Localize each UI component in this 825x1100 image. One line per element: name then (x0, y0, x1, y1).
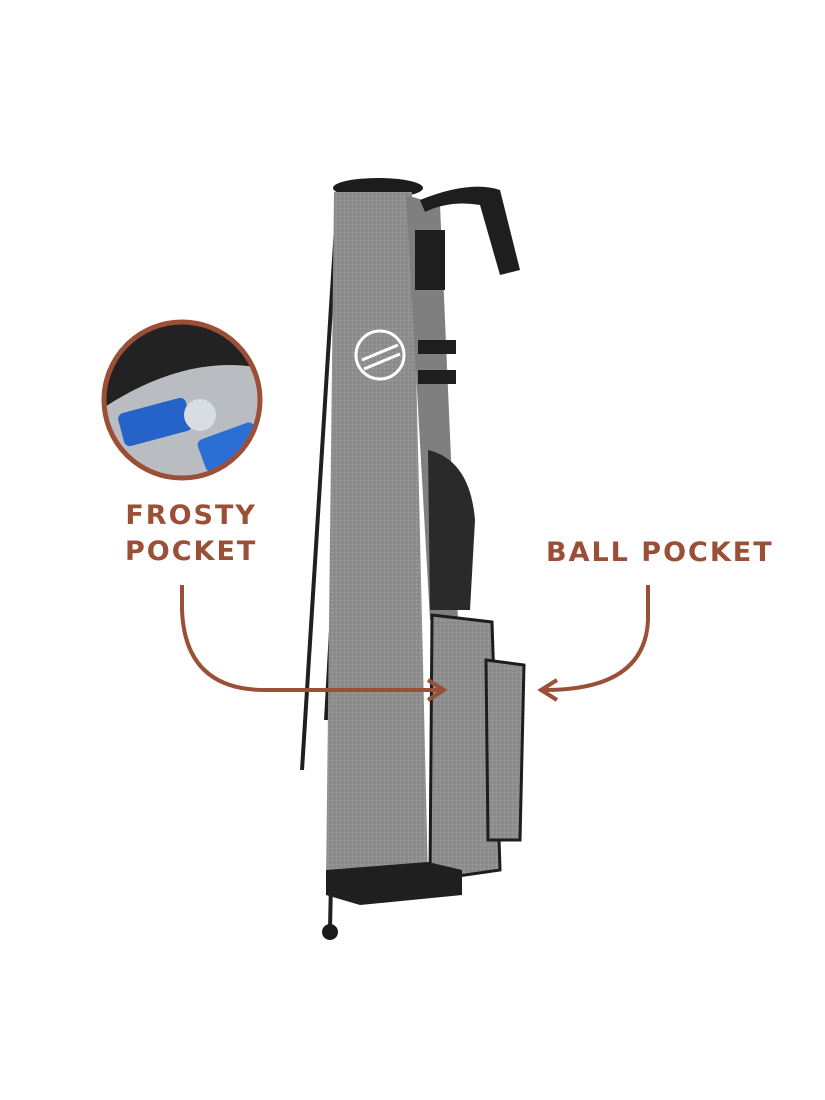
ball-pocket-label: BALL POCKET (546, 537, 774, 568)
frosty-arrow (180, 585, 448, 702)
frosty-pocket-inset (101, 319, 263, 481)
frosty-label-line1: FROSTY (125, 500, 257, 531)
carry-handle (420, 186, 520, 275)
frosty-pocket-label: FROSTY POCKET (125, 498, 257, 570)
brand-logo-icon (354, 329, 406, 381)
frosty-label-line2: POCKET (125, 536, 258, 567)
ball-arrow (537, 585, 650, 702)
golf-bag (326, 178, 526, 905)
leg-foot (322, 924, 338, 940)
